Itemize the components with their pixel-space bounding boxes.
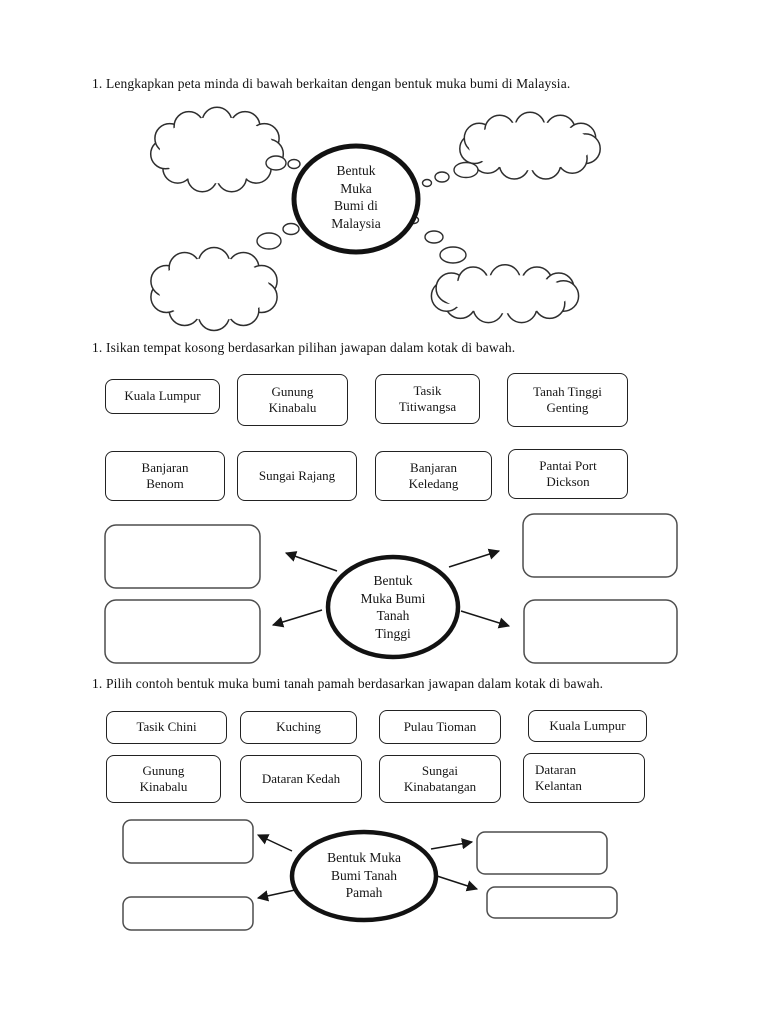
option-sungai-rajang: Sungai Rajang bbox=[237, 451, 357, 501]
option-tanah-tinggi-genting: Tanah Tinggi Genting bbox=[507, 373, 628, 427]
answer-box-top-right bbox=[476, 831, 608, 875]
option-gunung-kinabalu-q3: Gunung Kinabalu bbox=[106, 755, 221, 803]
option-pantai-port-dickson: Pantai Port Dickson bbox=[508, 449, 628, 499]
thought-cloud-bottom-left bbox=[150, 246, 278, 332]
answer-box-bottom-right bbox=[523, 599, 678, 664]
thought-trail-bubble bbox=[265, 155, 287, 171]
arrow-top-right bbox=[448, 548, 501, 568]
option-banjaran-benom: Banjaran Benom bbox=[105, 451, 225, 501]
arrow-bottom-left bbox=[256, 889, 296, 902]
arrow-bottom-left bbox=[271, 609, 323, 628]
center-ellipse-tanah-pamah bbox=[289, 829, 439, 923]
answer-box-bottom-right bbox=[486, 886, 618, 919]
arrow-bottom-right bbox=[436, 875, 479, 892]
option-tasik-chini: Tasik Chini bbox=[106, 711, 227, 744]
answer-box-bottom-left bbox=[122, 896, 254, 931]
option-kuching: Kuching bbox=[240, 711, 357, 744]
center-ellipse-tanah-tinggi bbox=[325, 554, 461, 660]
arrow-top-right bbox=[430, 838, 474, 850]
thought-trail-bubble bbox=[439, 246, 467, 264]
question-1-heading: 1. Lengkapkan peta minda di bawah berkai… bbox=[92, 76, 571, 91]
thought-cloud-bottom-right bbox=[430, 264, 580, 324]
option-tasik-titiwangsa: Tasik Titiwangsa bbox=[375, 374, 480, 424]
center-ellipse-malaysia bbox=[291, 143, 421, 255]
option-dataran-kedah: Dataran Kedah bbox=[240, 755, 362, 803]
thought-trail-bubble bbox=[453, 161, 479, 179]
arrow-top-left bbox=[256, 834, 293, 852]
thought-cloud-top-right bbox=[459, 111, 601, 180]
mindmap-tanah-pamah bbox=[122, 819, 618, 931]
thought-trail-bubble bbox=[434, 171, 450, 183]
center-label-tanah-pamah: Bentuk Muka Bumi Tanah Pamah bbox=[327, 850, 401, 900]
question-3-heading: 1. Pilih contoh bentuk muka bumi tanah p… bbox=[92, 676, 604, 691]
thought-trail-bubble bbox=[282, 222, 300, 236]
option-gunung-kinabalu: Gunung Kinabalu bbox=[237, 374, 348, 426]
thought-trail-bubble bbox=[424, 230, 444, 244]
thought-trail-bubble bbox=[421, 178, 433, 188]
answer-box-bottom-left bbox=[104, 599, 261, 664]
center-label-malaysia: Bentuk Muka Bumi di Malaysia bbox=[331, 163, 381, 231]
answer-box-top-left bbox=[104, 524, 261, 589]
arrow-top-left bbox=[284, 551, 338, 572]
option-banjaran-keledang: Banjaran Keledang bbox=[375, 451, 492, 501]
option-pulau-tioman: Pulau Tioman bbox=[379, 710, 501, 744]
thought-cloud-top-left bbox=[149, 106, 285, 193]
option-kuala-lumpur: Kuala Lumpur bbox=[105, 379, 220, 414]
option-sungai-kinabatangan: Sungai Kinabatangan bbox=[379, 755, 501, 803]
option-dataran-kelantan: Dataran Kelantan bbox=[523, 753, 645, 803]
center-label-tanah-tinggi: Bentuk Muka Bumi Tanah Tinggi bbox=[360, 573, 426, 641]
answer-box-top-right bbox=[522, 513, 678, 578]
mindmap-tanah-tinggi bbox=[104, 513, 678, 664]
arrow-bottom-right bbox=[460, 610, 511, 629]
question-2-heading: 1. Isikan tempat kosong berdasarkan pili… bbox=[92, 340, 516, 355]
answer-box-top-left bbox=[122, 819, 254, 864]
thought-trail-bubble bbox=[256, 232, 282, 250]
mindmap-clouds bbox=[149, 106, 601, 332]
option-kuala-lumpur-q3: Kuala Lumpur bbox=[528, 710, 647, 742]
thought-trail-bubble bbox=[287, 158, 301, 170]
